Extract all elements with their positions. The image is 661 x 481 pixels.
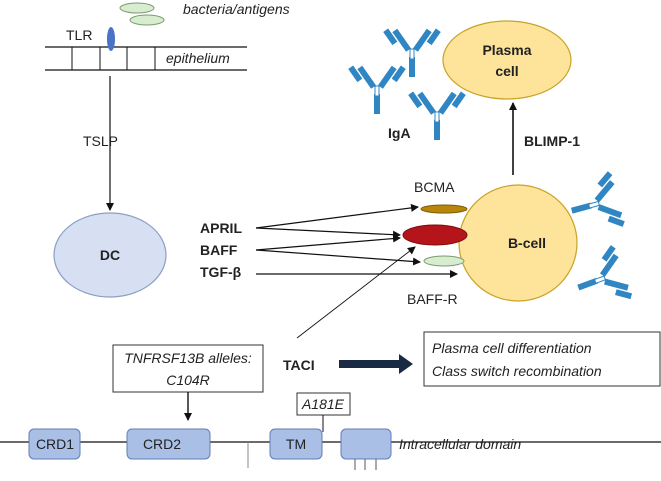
intracellular-domain [340, 428, 392, 460]
tgf-label: TGF-β [200, 264, 242, 280]
tm-label: TM [286, 436, 306, 452]
april-label: APRIL [200, 220, 242, 236]
bacterium-2 [129, 14, 165, 26]
april-taci-arrow [255, 227, 401, 239]
plasma-cell-label-line2: cell [495, 63, 518, 79]
epithelium-label: epithelium [166, 50, 230, 66]
taci-outcome-arrow [339, 354, 413, 374]
april-bcma-arrow [255, 203, 419, 229]
bacterium-1 [119, 2, 155, 14]
taci-receptor [402, 224, 468, 246]
baff-label: BAFF [200, 242, 238, 258]
baffr-label: BAFF-R [407, 291, 458, 307]
tm-domain [269, 428, 323, 460]
bacteria-antigens-label: bacteria/antigens [183, 1, 290, 17]
baffr-receptor [423, 255, 465, 267]
outcome-line2: Class switch recombination [432, 363, 602, 379]
crd2-label: CRD2 [143, 436, 181, 452]
dendritic-cell [53, 212, 167, 298]
outcome-box [423, 331, 661, 387]
iga-label: IgA [388, 125, 411, 141]
alleles-line2: C104R [166, 372, 210, 388]
crd1-label: CRD1 [36, 436, 74, 452]
epithelium-layer [45, 46, 247, 71]
alleles-box [112, 344, 264, 393]
bcma-label: BCMA [414, 179, 455, 195]
bcell-antibody-icon-2 [567, 243, 635, 316]
b-cell-label: B-cell [508, 235, 546, 251]
tslp-label: TSLP [83, 133, 118, 149]
taci-arrow [296, 246, 416, 339]
taci-label: TACI [283, 357, 315, 373]
crd2-domain [126, 428, 211, 460]
crd1-domain [28, 428, 81, 460]
a181e-label: A181E [301, 396, 345, 412]
iga-antibody-icon-3 [407, 91, 467, 141]
plasma-cell [442, 20, 572, 100]
tlr-label: TLR [66, 27, 92, 43]
iga-antibody-icon-2 [347, 65, 407, 115]
dc-label: DC [100, 247, 120, 263]
b-cell [458, 184, 578, 302]
bcma-receptor [420, 204, 468, 214]
baff-taci-arrow [255, 234, 401, 251]
outcome-line1: Plasma cell differentiation [432, 340, 592, 356]
baff-baffr-arrow [255, 249, 421, 266]
plasma-cell-label-line1: Plasma [482, 42, 531, 58]
blimp-label: BLIMP-1 [524, 133, 580, 149]
tlr-receptor [107, 27, 115, 51]
intracellular-label: Intracellular domain [399, 436, 521, 452]
alleles-line1: TNFRSF13B alleles: [124, 350, 252, 366]
